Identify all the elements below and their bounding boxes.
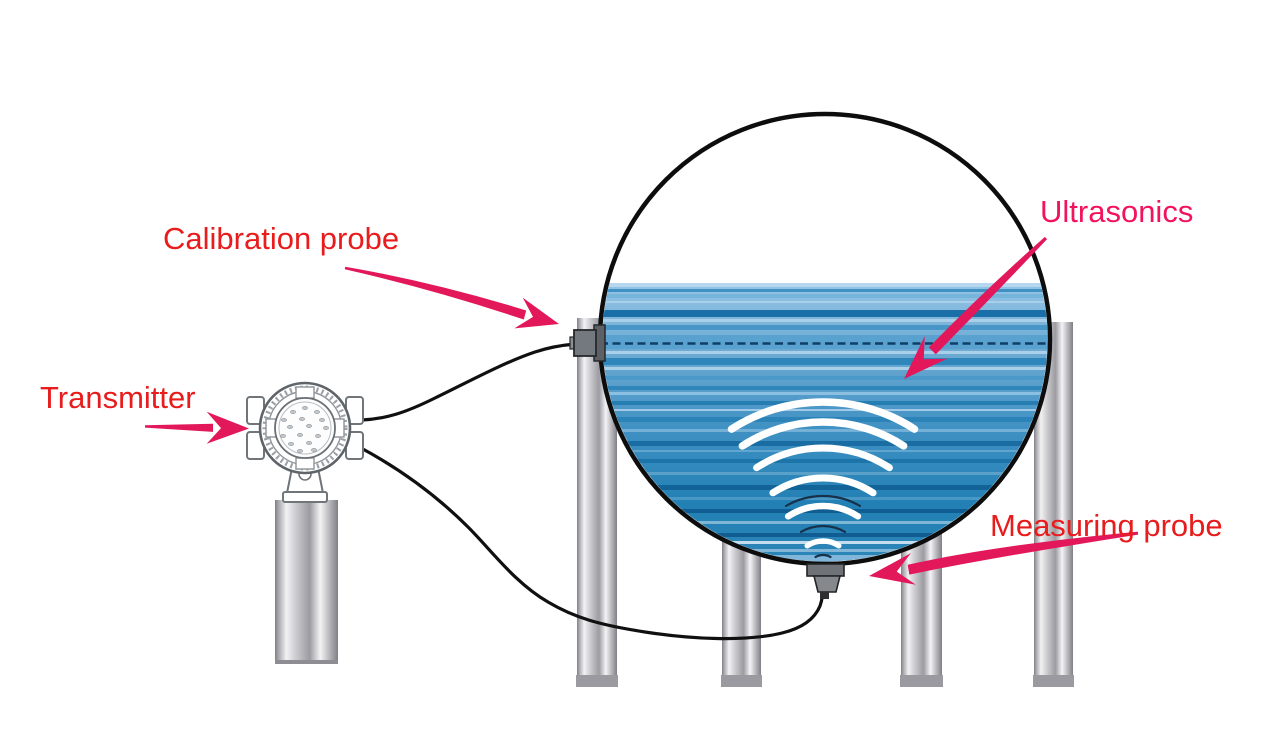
wave-arc-dark [784,494,862,507]
transmitter-post-base [275,660,338,664]
support-leg-foot [900,675,943,687]
transmitter-arrow [145,411,249,444]
arrow-shaft [907,531,1139,575]
vent-dot [287,425,293,429]
ultrasonic-waves [727,398,919,559]
liquid-stripe [602,485,1048,490]
liquid-stripe [602,409,1048,411]
wave-arc-dark [814,553,832,559]
transmitter-clamp-tabs [265,386,345,470]
measuring-probe-arrow [869,531,1139,585]
calibration-probe-cable [360,342,578,422]
transmitter-mounting-post [275,500,338,664]
liquid-stripe [602,301,1048,303]
transmitter-bezel-ribbing [262,385,348,471]
liquid-stripe [602,549,1048,552]
liquid-stripe [602,555,1048,561]
support-leg-foot [721,675,762,687]
vent-dot [319,418,325,422]
liquid-stripe [602,310,1048,317]
liquid-stripe [602,367,1048,370]
liquid-stripe [602,533,1048,537]
transmitter-unit [246,381,364,503]
vent-dot [297,433,303,437]
wave-arc-white [804,538,842,549]
vent-dot [314,410,320,414]
vent-dot [302,406,308,410]
arrow-head [206,411,249,444]
liquid-stripe [602,441,1048,446]
wave-arc-white [769,474,877,497]
arrow-shaft [928,236,1048,355]
wave-arc-white [784,502,862,520]
measuring-probe-label: Measuring probe [990,508,1223,543]
vent-dot [281,418,287,422]
arrow-head [869,553,916,585]
ultrasonics-label: Ultrasonics [1040,194,1193,229]
calibration-probe [569,324,606,362]
liquid-stripe [602,283,1048,287]
liquid-stripe [602,289,1048,292]
ultrasonic-wave-dark-arcs [784,494,862,559]
wave-arc-dark [799,524,847,533]
clamp-tab [295,386,315,399]
arrow-head [514,297,559,329]
measuring-probe-cable-gland [820,592,829,599]
liquid-stripe [602,497,1048,500]
vent-dot [315,434,321,438]
transmitter-lugs [246,396,364,460]
transmitter-faceplate-ring [278,401,332,455]
liquid-stripe [602,376,1048,380]
annotation-arrows [145,236,1139,585]
vent-dot [288,442,294,446]
liquid-stripe [602,386,1048,390]
wave-arc-white [727,398,919,433]
ultrasonic-wave-white-arcs [727,398,919,549]
vent-dot [299,417,305,421]
liquid-stripe [602,351,1048,354]
liquid-stripe [602,509,1048,513]
calibration-probe-body [573,329,597,357]
vent-dot [306,424,312,428]
support-leg-foot [576,675,618,687]
measuring-probe-cable [359,446,825,641]
vent-dot [306,441,312,445]
liquid-stripe [602,429,1048,432]
liquid-stripe [602,472,1048,475]
transmitter-vent-dots [280,406,329,453]
clamp-tab [295,457,315,470]
vent-dot [280,434,286,438]
calibration-probe-arrow [344,266,559,329]
wave-arc-white [753,444,893,472]
liquid-stripe [602,521,1048,524]
liquid-stripe [602,392,1048,395]
measuring-probe-flange [806,563,845,577]
arrow-head [904,336,948,379]
calibration-probe-label: Calibration probe [163,221,399,256]
measuring-probe [806,563,845,599]
transmitter-base-plate [282,491,328,503]
liquid-stripe [602,335,1048,349]
wave-arc-white [738,418,908,450]
liquid-stripe [602,358,1048,365]
transmitter-label: Transmitter [40,380,196,415]
support-leg-4 [1033,322,1074,687]
support-leg-foot [1033,675,1074,687]
vent-dot [323,426,329,430]
liquid-stripe [602,294,1048,298]
vent-dot [290,410,296,414]
liquid-stripe [602,319,1048,322]
vent-dot [311,448,317,452]
transmitter-post-shaft [275,500,338,664]
annotation-labels: Calibration probe Transmitter Ultrasonic… [40,194,1223,543]
arrow-shaft [145,423,213,432]
measuring-probe-body [812,575,842,593]
liquid-stripe [602,325,1048,330]
ultrasonics-arrow [904,236,1048,379]
liquid-stripe [602,459,1048,463]
arrow-shaft [344,266,527,320]
vent-dot [297,449,303,453]
